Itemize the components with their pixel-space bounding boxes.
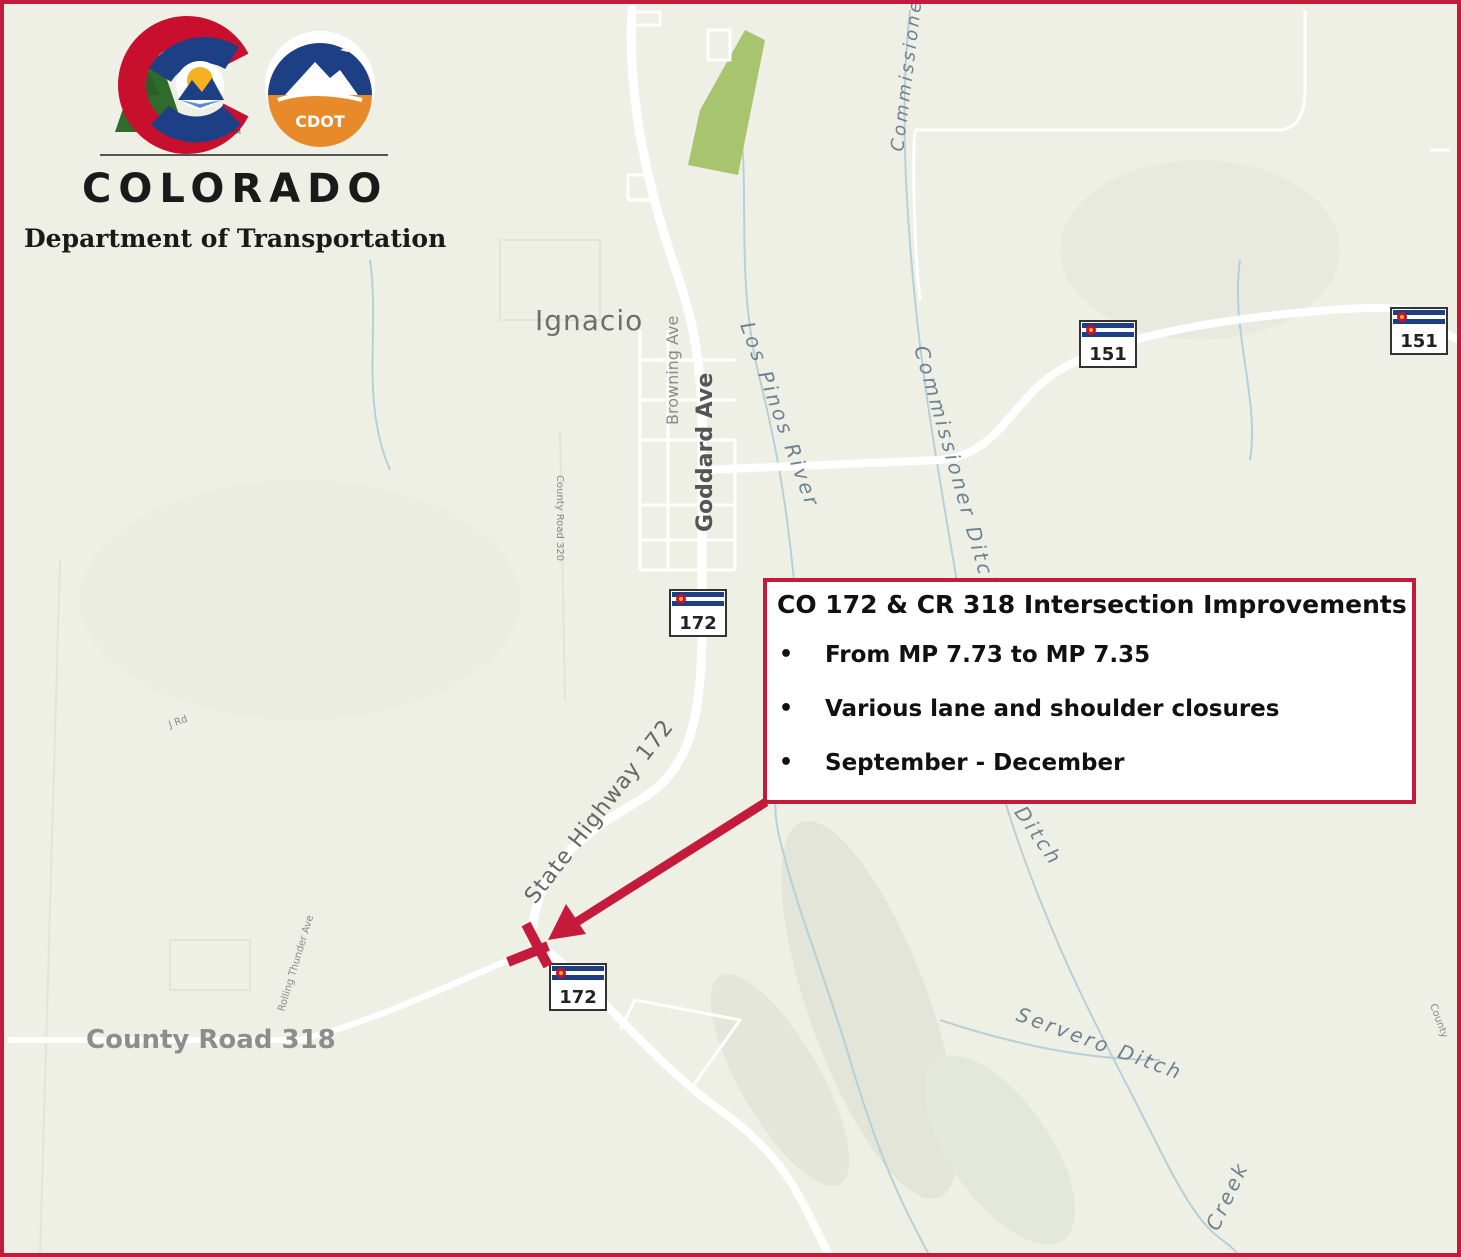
cdot-badge-text: CDOT — [295, 112, 345, 131]
cdot-badge-icon: CDOT — [265, 31, 375, 147]
callout-title: CO 172 & CR 318 Intersection Improvement… — [777, 590, 1407, 619]
bullet-icon: • — [779, 696, 794, 721]
town-label: Ignacio — [535, 304, 643, 337]
hwy-172-south-number: 172 — [559, 987, 597, 1008]
hwy-172-shield-south: 172 — [549, 963, 607, 1011]
logo-divider — [100, 154, 388, 156]
county-road-318-label: County Road 318 — [86, 1025, 336, 1055]
bullet-icon: • — [779, 642, 794, 667]
goddard-ave-label: Goddard Ave — [693, 373, 718, 532]
colorado-wordmark: COLORADO — [82, 166, 389, 212]
hwy-151-shield-east: 151 — [1390, 307, 1448, 355]
trademark-mark: TM — [231, 129, 241, 136]
bullet-icon: • — [779, 750, 794, 775]
hwy-151-west-number: 151 — [1089, 344, 1127, 365]
department-name: Department of Transportation — [24, 224, 447, 253]
callout-item-text: September - December — [825, 750, 1125, 776]
hwy-172-north-number: 172 — [679, 613, 717, 634]
hwy-172-shield-north: 172 — [669, 589, 727, 637]
hwy-151-east-number: 151 — [1400, 331, 1438, 352]
callout-item-text: Various lane and shoulder closures — [825, 696, 1280, 722]
county-road-320-label: County Road 320 — [554, 475, 565, 561]
browning-ave-label: Browning Ave — [663, 316, 682, 425]
colorado-logo-icon: TM — [115, 16, 249, 154]
project-callout: CO 172 & CR 318 Intersection Improvement… — [763, 578, 1416, 804]
callout-item-text: From MP 7.73 to MP 7.35 — [825, 642, 1151, 668]
hwy-151-shield-west: 151 — [1079, 320, 1137, 368]
